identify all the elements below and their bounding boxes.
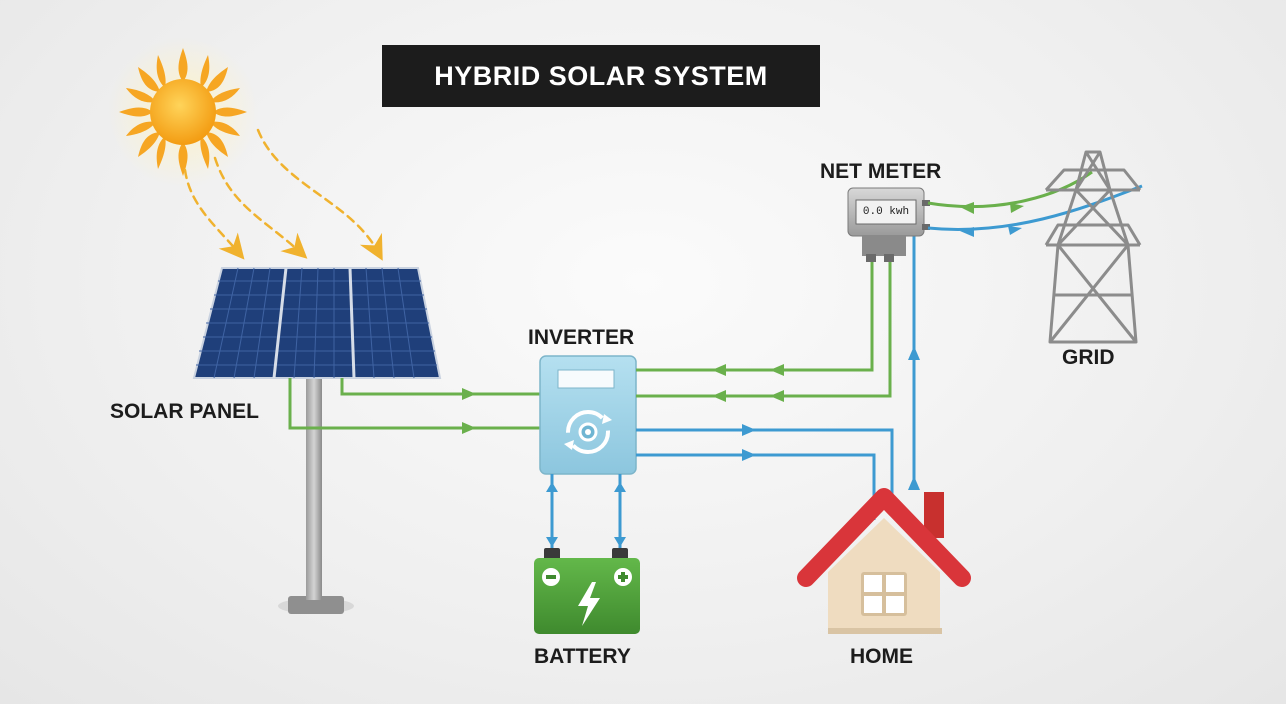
inverter-battery-lines xyxy=(550,474,622,555)
net-meter-label: NET METER xyxy=(820,160,942,183)
sun-icon xyxy=(108,37,258,187)
battery-flow-arrows xyxy=(546,482,626,547)
inverter-label: INVERTER xyxy=(528,326,635,349)
inverter xyxy=(539,355,637,475)
inverter-to-meter-lines xyxy=(636,258,892,398)
transmission-tower-icon xyxy=(1044,150,1142,344)
meter-to-home-line xyxy=(908,232,920,490)
panel-flow-arrows xyxy=(462,388,476,434)
house-icon xyxy=(797,488,971,634)
grid-flow-arrows xyxy=(960,202,1024,237)
meter-flow-arrows xyxy=(712,364,784,402)
sync-gear-icon xyxy=(564,410,612,454)
diagram-title: HYBRID SOLAR SYSTEM xyxy=(382,45,820,107)
solar-panel-label: SOLAR PANEL xyxy=(110,400,259,423)
meter-to-grid-lines xyxy=(927,170,1143,231)
solar-panel xyxy=(192,267,442,614)
sunlight-arrows xyxy=(183,128,383,261)
lightning-bolt-icon xyxy=(578,582,600,626)
inverter-to-home-lines xyxy=(636,428,894,520)
net-meter xyxy=(847,187,930,262)
battery xyxy=(534,548,640,634)
home-label: HOME xyxy=(850,645,913,668)
panel-to-inverter-lines xyxy=(288,378,540,430)
grid-label: GRID xyxy=(1062,346,1115,369)
home-flow-arrows xyxy=(742,424,756,461)
battery-label: BATTERY xyxy=(534,645,631,668)
net-meter-reading: 0.0 kwh xyxy=(862,206,910,218)
